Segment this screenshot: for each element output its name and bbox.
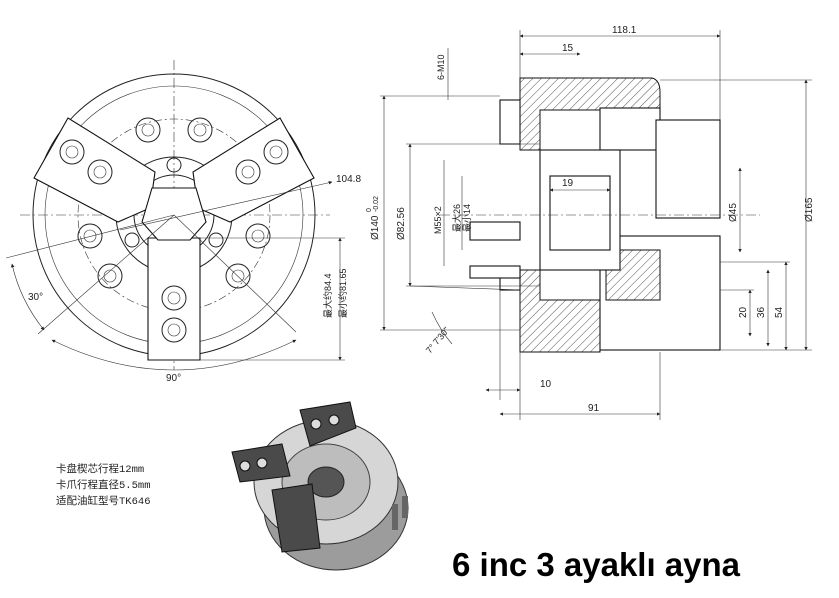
- jaw-3d-top: [299, 401, 357, 447]
- angle-taper-label: 7° 7'30": [424, 325, 452, 355]
- drawbar-tube: [549, 175, 611, 251]
- notes-block: 卡盘楔芯行程12mm 卡爪行程直径5.5mm 适配油缸型号TK646: [56, 462, 151, 510]
- flange-top: [499, 99, 521, 145]
- dim-54-label: 54: [774, 306, 785, 318]
- front-view: 104.8 最大约84.4 最小约81.65 30° 90°: [5, 60, 361, 384]
- dim-45-label: Ø45: [728, 203, 739, 222]
- bore-max-label: 最大26: [451, 204, 462, 232]
- note-line: 适配油缸型号TK646: [56, 496, 151, 508]
- body-bolts: [77, 117, 271, 289]
- dim-10-label: 10: [540, 379, 552, 390]
- stroke-min-label: 最小约81.65: [337, 268, 348, 318]
- dim-165-label: Ø165: [804, 197, 815, 222]
- dim-140-tol-upper: 0: [366, 208, 373, 212]
- section-view: 118.1 15 6-M10 Ø140 0 -0.02 Ø82.56 M55×2: [366, 25, 815, 420]
- dim-91-label: 91: [588, 403, 600, 414]
- angle-90-label: 90°: [166, 373, 181, 384]
- note-line: 卡爪行程直径5.5mm: [56, 480, 151, 492]
- pin-lower: [469, 265, 521, 279]
- pin-middle: [469, 221, 521, 241]
- body-bottom-section: [519, 269, 601, 353]
- caption-title: 6 inc 3 ayaklı ayna: [452, 546, 741, 583]
- dim-19-label: 19: [562, 178, 574, 189]
- dim-20-label: 20: [738, 306, 749, 318]
- dim-104-label: 104.8: [336, 174, 361, 185]
- dim-82-label: Ø82.56: [396, 207, 407, 240]
- thread-m55-label: M55×2: [433, 206, 443, 234]
- jaw-top-section: [599, 107, 661, 151]
- stroke-max-label: 最大约84.4: [322, 273, 333, 318]
- chuck-3d-illustration: [231, 401, 409, 571]
- jaw-top-block: [655, 119, 721, 219]
- bore-min-label: 最小14: [462, 204, 472, 232]
- note-line: 卡盘楔芯行程12mm: [56, 464, 145, 476]
- thread-m10-label: 6-M10: [436, 54, 446, 80]
- jaw-3d-bottom: [271, 483, 321, 553]
- angle-30-label: 30°: [28, 292, 43, 303]
- dim-15-label: 15: [562, 43, 574, 54]
- jaw-bolts: [59, 139, 289, 343]
- dim-118-label: 118.1: [612, 25, 637, 36]
- jaw-hub: [141, 187, 207, 241]
- dim-140-label: Ø140: [370, 215, 381, 240]
- dim-36-label: 36: [756, 306, 767, 318]
- dim-140-tol-lower: -0.02: [373, 196, 380, 212]
